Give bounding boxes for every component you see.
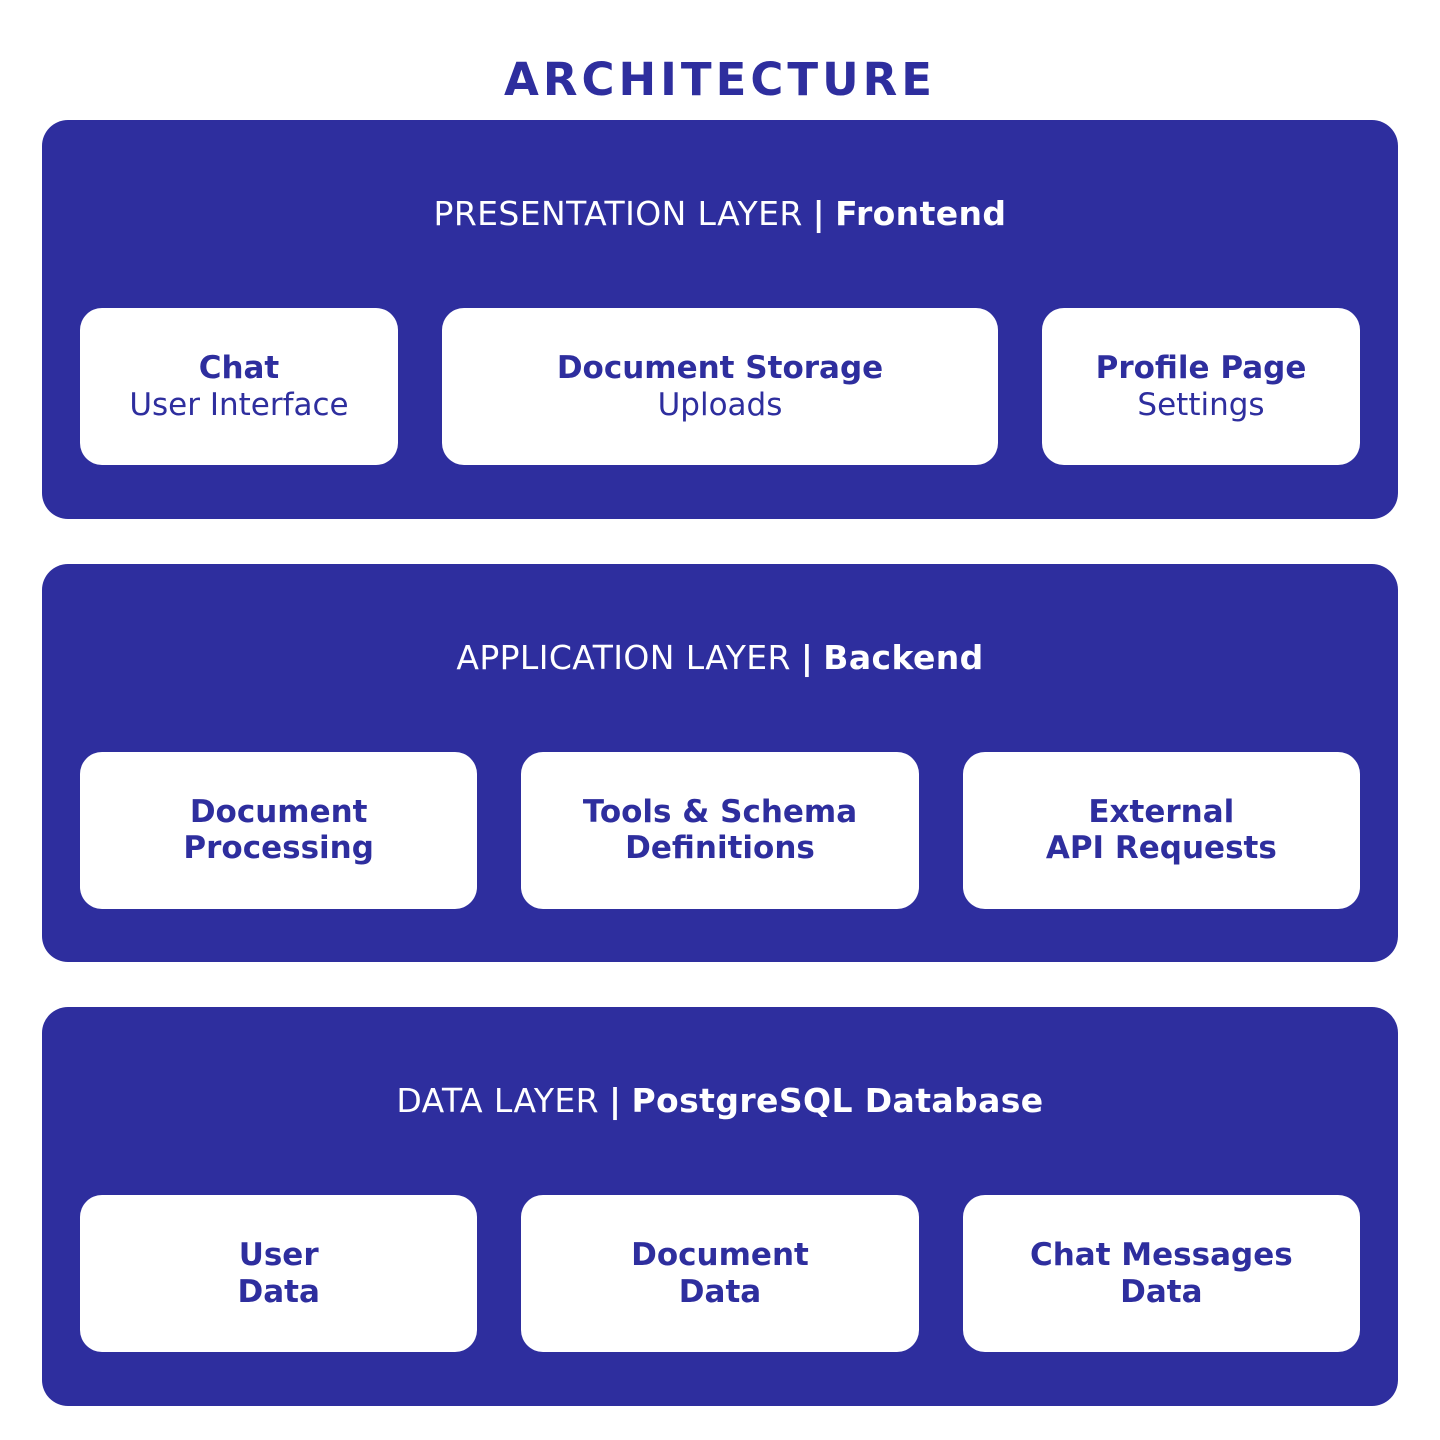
card-row-application: Document Processing Tools & Schema Defin… <box>80 751 1360 945</box>
card-title: Document Storage <box>556 349 884 386</box>
card-subtitle: Processing <box>183 830 374 867</box>
card-subtitle: User Interface <box>129 386 349 423</box>
card-user-data[interactable]: User Data <box>80 1195 478 1353</box>
card-subtitle: API Requests <box>1045 830 1277 867</box>
card-subtitle: Data <box>1120 1273 1203 1310</box>
layer-header-emphasis: PostgreSQL Database <box>631 1081 1044 1121</box>
card-title: Chat <box>198 349 280 386</box>
page-title: ARCHITECTURE <box>504 52 936 106</box>
card-title: Chat Messages <box>1029 1237 1293 1274</box>
card-chat[interactable]: Chat User Interface <box>80 308 398 465</box>
layer-panel-data: DATA LAYER | PostgreSQL Database User Da… <box>42 1007 1398 1407</box>
layer-header-emphasis: Backend <box>823 637 984 677</box>
card-document-storage[interactable]: Document Storage Uploads <box>441 308 999 465</box>
card-subtitle: Data <box>678 1273 762 1310</box>
layer-header-data: DATA LAYER | PostgreSQL Database <box>396 1007 1043 1195</box>
card-row-presentation: Chat User Interface Document Storage Upl… <box>80 308 1360 501</box>
card-subtitle: Settings <box>1137 386 1265 423</box>
card-title: Tools & Schema <box>582 793 858 830</box>
layer-header-label: APPLICATION LAYER <box>456 637 791 677</box>
card-document-data[interactable]: Document Data <box>521 1195 919 1353</box>
layer-header-label: PRESENTATION LAYER <box>433 193 803 233</box>
layer-header-label: DATA LAYER <box>396 1081 600 1121</box>
card-document-processing[interactable]: Document Processing <box>80 751 478 909</box>
card-title: Document <box>631 1237 809 1274</box>
layer-panel-application: APPLICATION LAYER | Backend Document Pro… <box>42 563 1398 963</box>
card-chat-messages-data[interactable]: Chat Messages Data <box>962 1195 1360 1353</box>
card-tools-schema-definitions[interactable]: Tools & Schema Definitions <box>521 751 919 909</box>
card-title: External <box>1088 793 1235 830</box>
layer-header-separator: | <box>609 1081 622 1121</box>
layer-header-emphasis: Frontend <box>835 193 1007 233</box>
card-subtitle: Definitions <box>625 830 815 867</box>
layer-stack: PRESENTATION LAYER | Frontend Chat User … <box>42 120 1398 1440</box>
layer-header-separator: | <box>812 193 826 233</box>
card-external-api-requests[interactable]: External API Requests <box>962 751 1360 909</box>
card-title: Document <box>189 793 368 830</box>
card-title: Profile Page <box>1095 349 1307 386</box>
card-subtitle: Data <box>237 1273 320 1310</box>
card-profile-page[interactable]: Profile Page Settings <box>1042 308 1360 465</box>
layer-header-separator: | <box>800 637 814 677</box>
layer-header-presentation: PRESENTATION LAYER | Frontend <box>434 120 1007 308</box>
layer-panel-presentation: PRESENTATION LAYER | Frontend Chat User … <box>42 120 1398 519</box>
card-subtitle: Uploads <box>657 386 783 423</box>
card-row-data: User Data Document Data Chat Messages Da… <box>80 1195 1360 1388</box>
card-title: User <box>238 1237 319 1274</box>
layer-header-application: APPLICATION LAYER | Backend <box>456 564 983 752</box>
